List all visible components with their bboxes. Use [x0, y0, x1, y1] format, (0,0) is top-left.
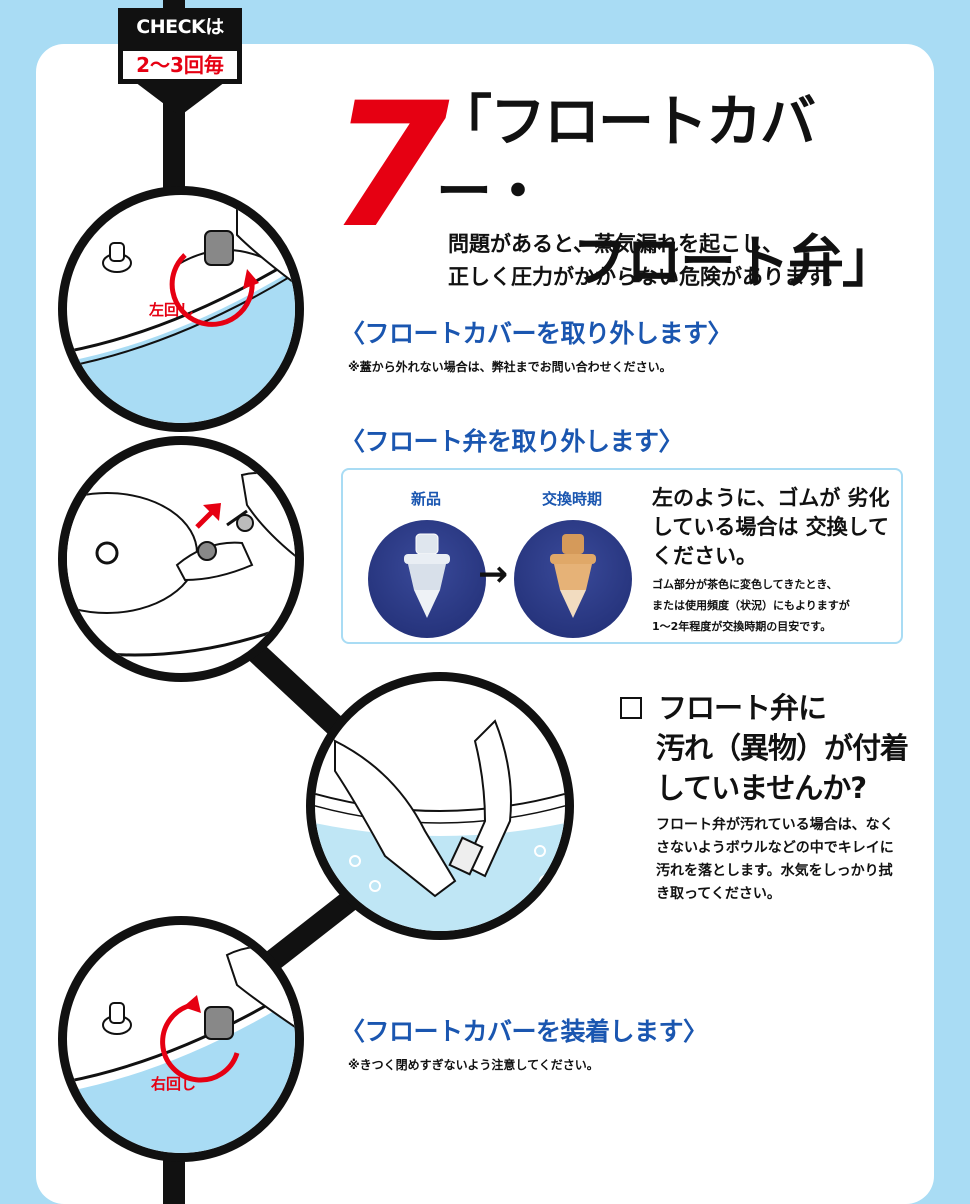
- check-body: フロート弁が汚れている場合は、なくさないようボウルなどの中でキレイに汚れを落とし…: [656, 817, 894, 902]
- replacement-body-line2: または使用頻度（状況）にもよりますが: [652, 599, 850, 612]
- note-remove-cover: ※蓋から外れない場合は、弊社までお問い合わせください。: [348, 360, 672, 374]
- rotation-label-clockwise: 右回し: [151, 1075, 197, 1093]
- illustration-remove-cover: 左回し: [58, 186, 304, 432]
- badge-arrow: [135, 82, 225, 116]
- page-title: 「フロートカバー・ フロート弁」: [436, 88, 916, 298]
- check-frequency-badge: CHECKは 2〜3回毎: [118, 8, 242, 118]
- illustration-attach-cover: 右回し: [58, 916, 304, 1162]
- page-title-line1: 「フロートカバー・: [436, 90, 816, 225]
- label-new: 新品: [410, 490, 441, 508]
- warning-lead-line2: 正しく圧力がかからない危険があります。: [448, 265, 845, 289]
- warning-lead: 問題があると、蒸気漏れを起こし、 正しく圧力がかからない危険があります。: [448, 228, 908, 294]
- warning-lead-line1: 問題があると、蒸気漏れを起こし、: [448, 232, 784, 256]
- replacement-heading: 左のように、ゴムが 劣化している場合は 交換してください。: [652, 486, 890, 568]
- check-heading-line2: 汚れ（異物）が付着: [656, 731, 909, 765]
- rotation-label-counterclockwise: 左回し: [149, 301, 195, 319]
- check-heading-line3: していませんか?: [656, 771, 867, 805]
- checkbox[interactable]: [620, 697, 642, 719]
- page-title-line2: フロート弁」: [572, 230, 898, 295]
- heading-attach-cover: 〈フロートカバーを装着します〉: [340, 1017, 708, 1046]
- replacement-body-line3: 1〜2年程度が交換時期の目安です。: [652, 620, 832, 633]
- note-attach-cover: ※きつく閉めすぎないよう注意してください。: [348, 1058, 599, 1072]
- heading-remove-valve: 〈フロート弁を取り外します〉: [340, 427, 684, 456]
- heading-remove-cover: 〈フロートカバーを取り外します〉: [340, 319, 733, 348]
- replacement-body-line1: ゴム部分が茶色に変色してきたとき、: [652, 578, 838, 591]
- step-number: 7: [330, 65, 450, 266]
- replacement-body: ゴム部分が茶色に変色してきたとき、 または使用頻度（状況）にもよりますが 1〜2…: [652, 574, 892, 637]
- worn-valve-photo: [514, 520, 632, 638]
- badge-frequency-label: 2〜3回毎: [118, 46, 242, 84]
- label-replacement-time: 交換時期: [541, 490, 602, 508]
- illustration-wash-valve: [306, 672, 574, 940]
- check-heading-line1: フロート弁に: [658, 691, 827, 725]
- illustration-remove-valve: [58, 436, 304, 682]
- new-valve-photo: [368, 520, 486, 638]
- arrow-right-icon: →: [478, 554, 509, 595]
- badge-check-label: CHECKは: [118, 8, 242, 46]
- check-heading: フロート弁に 汚れ（異物）が付着 していませんか?: [620, 688, 910, 808]
